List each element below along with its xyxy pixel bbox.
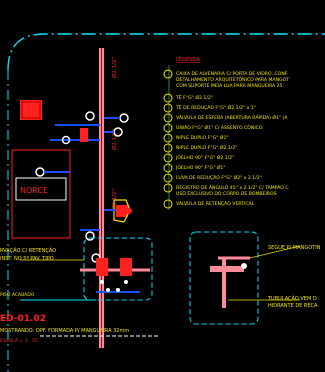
hydrant-cabinet bbox=[20, 100, 42, 120]
sheet-border bbox=[7, 33, 325, 372]
notes: RVAÇÃO C/ RETENÇÃO INST. NO 5º PAV. TIPO… bbox=[0, 245, 321, 309]
legend-item: CAIXA DE ALVENARIA C/ PORTA DE VIDRO, CO… bbox=[176, 71, 288, 77]
legend-item: JOELHO 90° F°G° Ø1" bbox=[175, 164, 225, 171]
legend-item: JOELHO 90° F°G° Ø2.1/2" bbox=[175, 154, 234, 161]
legend-item: UNIÃO F°G° Ø1" C/ ASSENTO CÔNICO bbox=[176, 124, 263, 131]
legend-markers bbox=[163, 65, 173, 210]
legend-item: TÊ F°G° Ø2.1/2" bbox=[175, 93, 213, 101]
norce-label: NORCE bbox=[20, 186, 48, 195]
legend-item: DETALHAMENTO ARQUITETÔNICO PARA MANGOT bbox=[176, 76, 289, 83]
legend-item: REGISTRO DE ÂNGULO 45° x 2.1/2" C/ TAMPÃ… bbox=[176, 184, 289, 191]
legend-item: VÁLVULA DE ESFERA (ABERTURA RÁPIDA) Ø1" … bbox=[176, 114, 288, 121]
note-right-2: TUBULAÇÃO VEM D bbox=[267, 295, 317, 302]
legend-item: NIPLE DUPLO F°G° Ø2.1/2" bbox=[176, 144, 237, 151]
note-left-1: RVAÇÃO C/ RETENÇÃO bbox=[0, 247, 56, 254]
legend-item: NIPLE DUPLO F°G° Ø1" bbox=[176, 134, 229, 141]
drawing-subtitle: MOSTRANDO: OPF. FORMADA P/ MANGUEIRA 32m… bbox=[0, 328, 129, 334]
legend-item: LUVA DE REDUÇÃO F°G° Ø2" x 2.1/2" bbox=[176, 174, 262, 181]
legend-item: VÁLVULA DE RETENÇÃO VERTICAL bbox=[176, 200, 255, 207]
legend-item: USO EXCLUSIVO DO CORPO DE BOMBEIROS bbox=[176, 191, 277, 197]
note-right-1: SEGUE P/ MANGOTIN bbox=[268, 245, 321, 251]
legend: LEGENDA CAIXA DE ALVENARIA C/ PORTA DE V… bbox=[175, 57, 289, 207]
legend-item: COM SUPORTE MEIA LUA PARA MANGUEIRA 25 bbox=[176, 83, 283, 89]
detail-left bbox=[20, 237, 160, 337]
legend-item: TÊ DE REDUÇÃO F°G° Ø2.1/2" x 1" bbox=[175, 103, 256, 111]
riser-label-top: Ø2.1/2" bbox=[111, 57, 118, 78]
branch-upper bbox=[35, 111, 129, 177]
riser-label-mid: Ø2.1/2" bbox=[111, 129, 118, 150]
drawing-title: ED-01.02 bbox=[0, 314, 46, 324]
detail-right bbox=[189, 231, 301, 325]
note-left-2: INST. NO 5º PAV. TIPO bbox=[0, 256, 54, 262]
note-right-3: HIDRANTE DE RECA bbox=[268, 303, 318, 309]
drawing-scale: ESCALA = 1 : 25 bbox=[0, 338, 38, 344]
note-left-3: PISO ACABADO bbox=[0, 292, 35, 298]
legend-title: LEGENDA bbox=[176, 57, 200, 63]
title-block: ED-01.02 MOSTRANDO: OPF. FORMADA P/ MANG… bbox=[0, 314, 129, 344]
cabinet-outline: NORCE bbox=[11, 149, 71, 239]
